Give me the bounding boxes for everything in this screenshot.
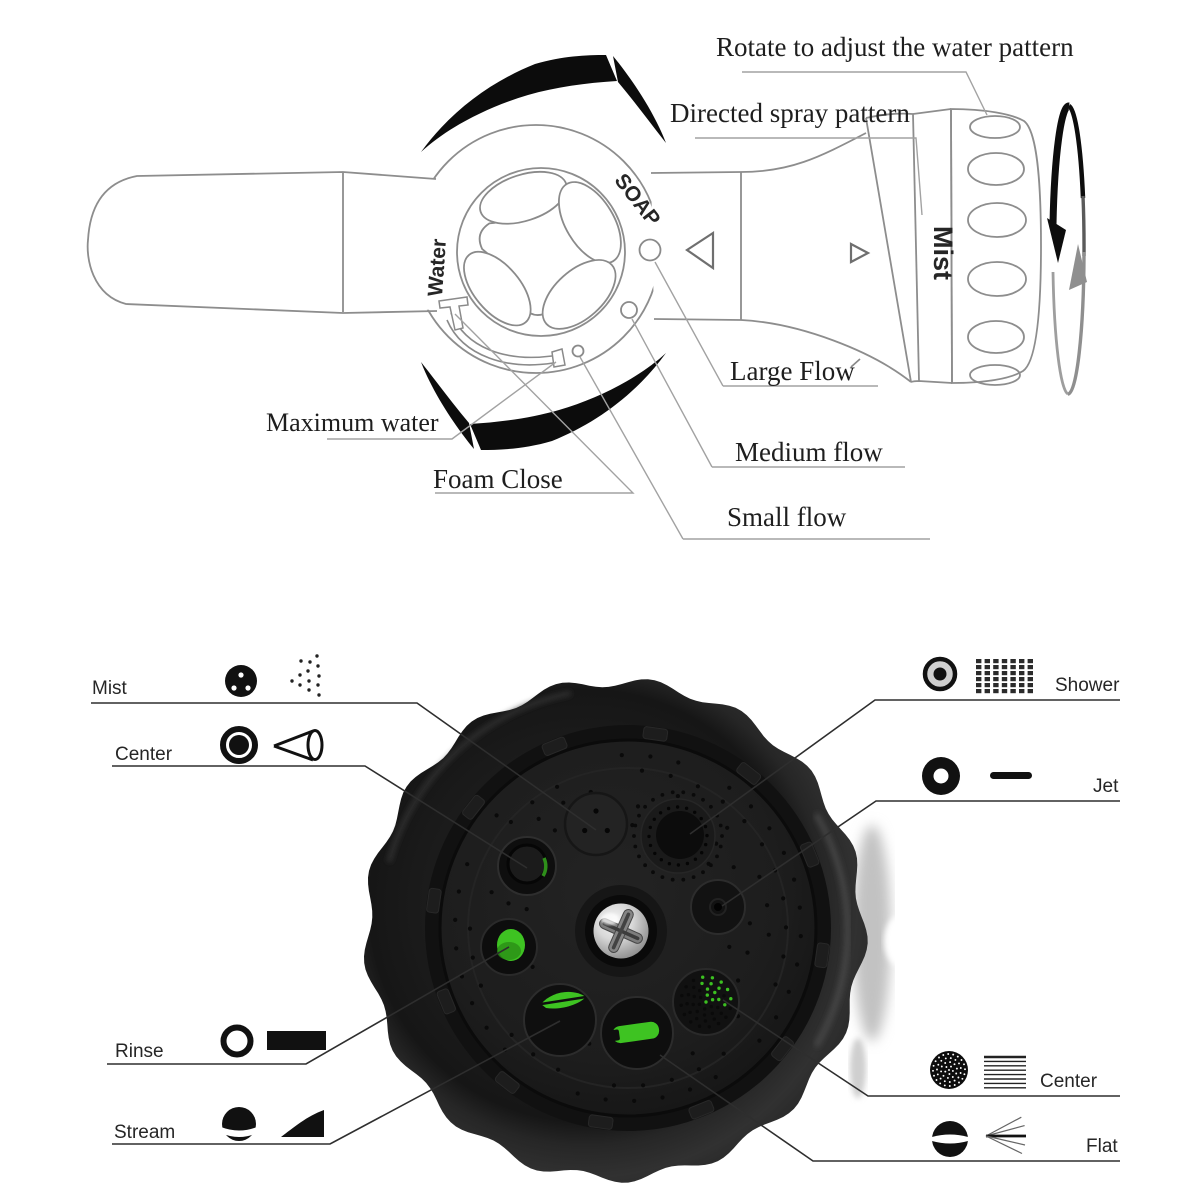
- svg-text:Shower: Shower: [1055, 675, 1120, 696]
- svg-text:Foam Close: Foam Close: [433, 464, 563, 494]
- svg-text:Large Flow: Large Flow: [730, 356, 855, 386]
- svg-text:Flat: Flat: [1086, 1136, 1118, 1157]
- svg-text:Mist: Mist: [928, 226, 958, 280]
- svg-text:Directed spray pattern: Directed spray pattern: [670, 98, 910, 128]
- svg-text:Water: Water: [424, 238, 451, 297]
- svg-text:Center: Center: [1040, 1071, 1098, 1092]
- svg-text:Jet: Jet: [1093, 776, 1119, 797]
- svg-text:Small flow: Small flow: [727, 502, 847, 532]
- svg-text:Stream: Stream: [114, 1122, 175, 1143]
- svg-text:Center: Center: [115, 744, 173, 765]
- svg-text:Maximum water: Maximum water: [266, 408, 439, 437]
- svg-text:Mist: Mist: [92, 678, 128, 699]
- svg-text:Medium flow: Medium flow: [735, 437, 883, 467]
- svg-text:Rotate to adjust the water pat: Rotate to adjust the water pattern: [716, 32, 1074, 62]
- svg-text:Rinse: Rinse: [115, 1041, 164, 1062]
